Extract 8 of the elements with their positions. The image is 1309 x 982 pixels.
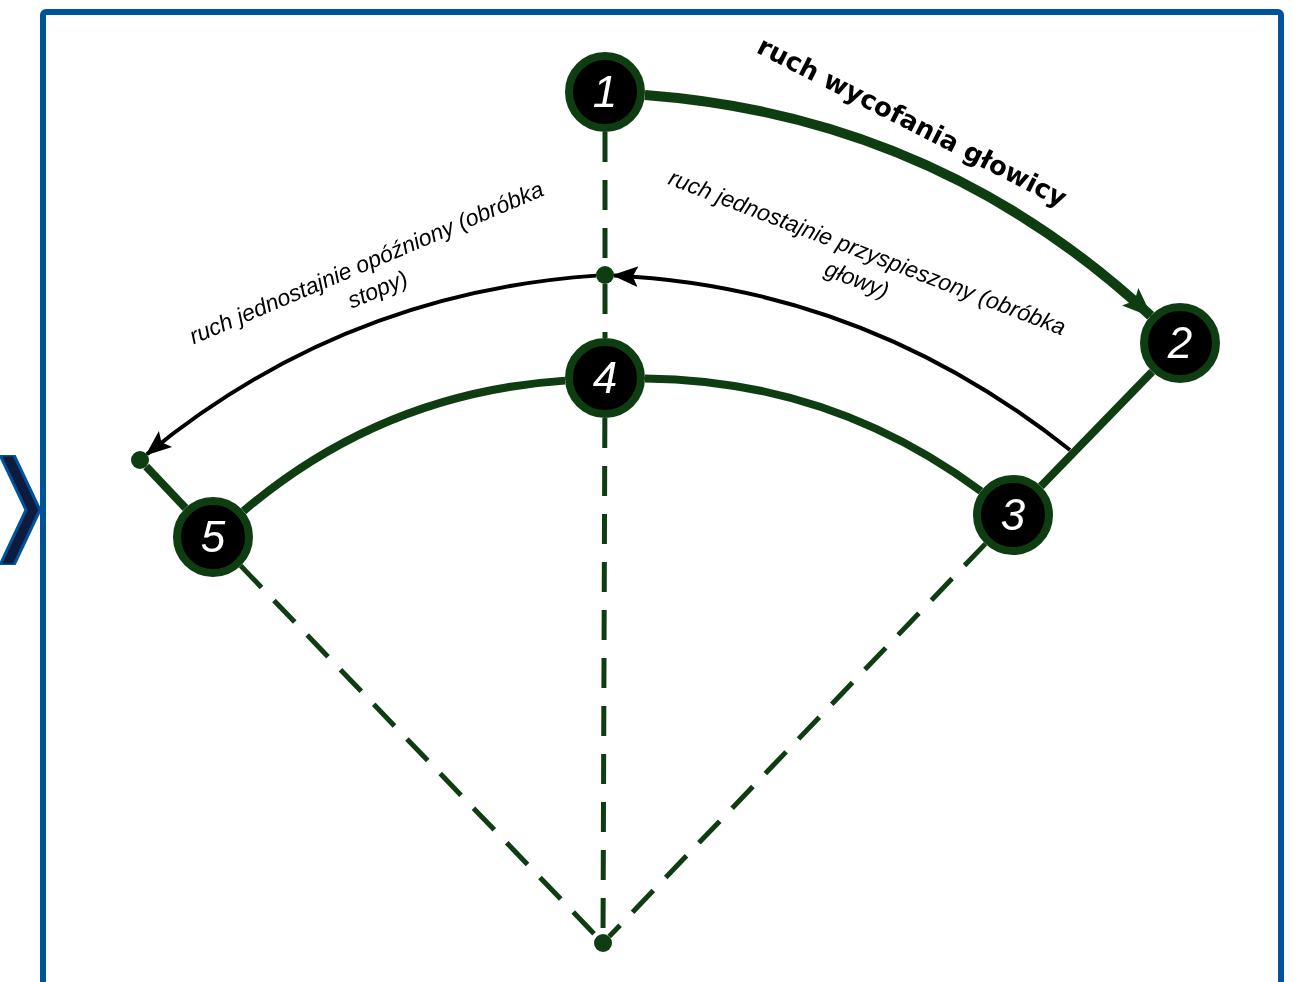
arrow bbox=[644, 90, 1154, 320]
connector-line bbox=[240, 376, 566, 515]
connector-line bbox=[143, 463, 189, 511]
arrow bbox=[612, 266, 1072, 452]
dashed-line bbox=[602, 284, 608, 338]
connector-line bbox=[1038, 368, 1155, 490]
arrow bbox=[145, 273, 597, 456]
dashed-line bbox=[607, 542, 988, 939]
